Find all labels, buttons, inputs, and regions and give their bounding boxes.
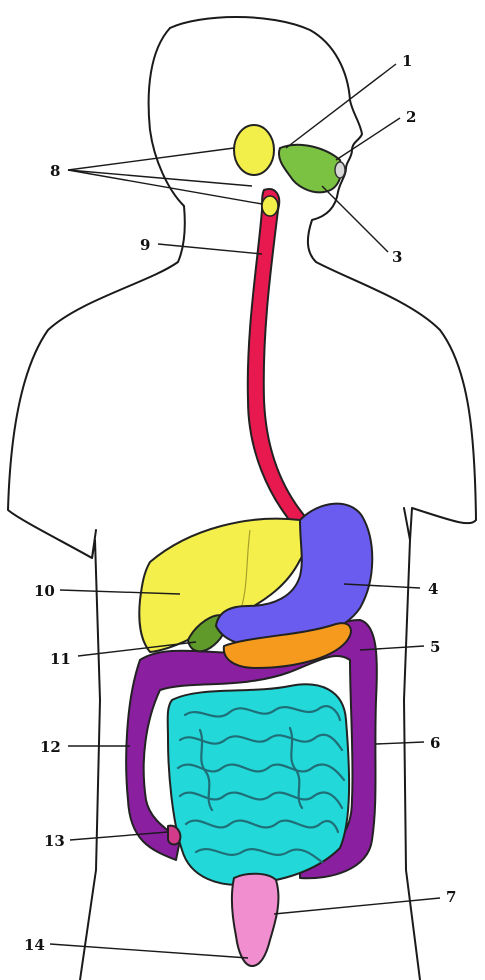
label-2: 2 (406, 108, 416, 126)
label-10: 10 (34, 582, 55, 600)
label-6: 6 (430, 734, 440, 752)
label-9: 9 (140, 236, 150, 254)
label-7: 7 (446, 888, 456, 906)
label-1: 1 (402, 52, 412, 70)
mouth-tongue (279, 145, 341, 193)
esophagus (248, 189, 308, 528)
label-3: 3 (392, 248, 402, 266)
label-14: 14 (24, 936, 45, 954)
label-11: 11 (50, 650, 71, 668)
label-12: 12 (40, 738, 61, 756)
sublingual-gland (262, 196, 278, 216)
tooth (335, 162, 345, 178)
small-intestine (168, 684, 349, 885)
salivary-gland (234, 125, 274, 175)
label-4: 4 (428, 580, 438, 598)
label-8: 8 (50, 162, 60, 180)
label-13: 13 (44, 832, 65, 850)
right-arm-line (404, 508, 410, 540)
label-5: 5 (430, 638, 440, 656)
rectum (232, 874, 279, 966)
